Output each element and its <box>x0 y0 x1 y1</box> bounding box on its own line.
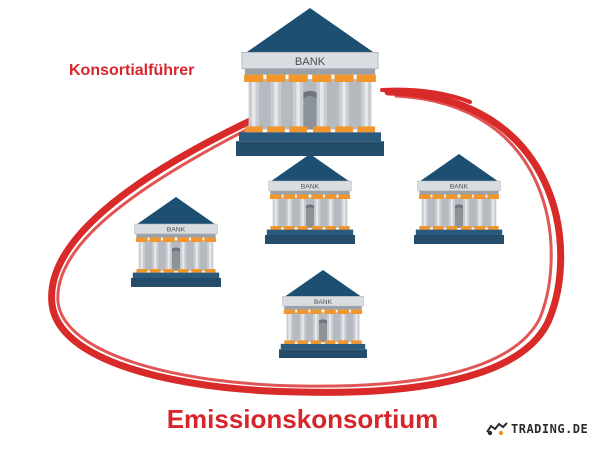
logo-text: TRADING.DE <box>511 422 589 436</box>
bull-bear-icon <box>486 422 508 436</box>
consortium-ellipse <box>48 87 565 396</box>
bank-sign-text: BANK <box>301 184 320 191</box>
banks: BANK BANK BANK BANK BANK <box>131 8 504 358</box>
bank-sign-text: BANK <box>295 56 326 68</box>
bank-left: BANK <box>131 197 221 287</box>
bank-sign-text: BANK <box>167 227 186 234</box>
bank-lead: BANK <box>236 8 384 156</box>
bank-center: BANK <box>265 154 355 244</box>
lead-manager-label: Konsortialführer <box>69 62 195 79</box>
bank-right: BANK <box>414 154 504 244</box>
bank-bottom: BANK <box>279 270 367 358</box>
consortium-label: Emissionskonsortium <box>166 404 439 434</box>
bank-sign-text: BANK <box>314 299 333 306</box>
trading-de-logo: TRADING.DE <box>486 422 588 436</box>
bank-sign-text: BANK <box>450 184 469 191</box>
